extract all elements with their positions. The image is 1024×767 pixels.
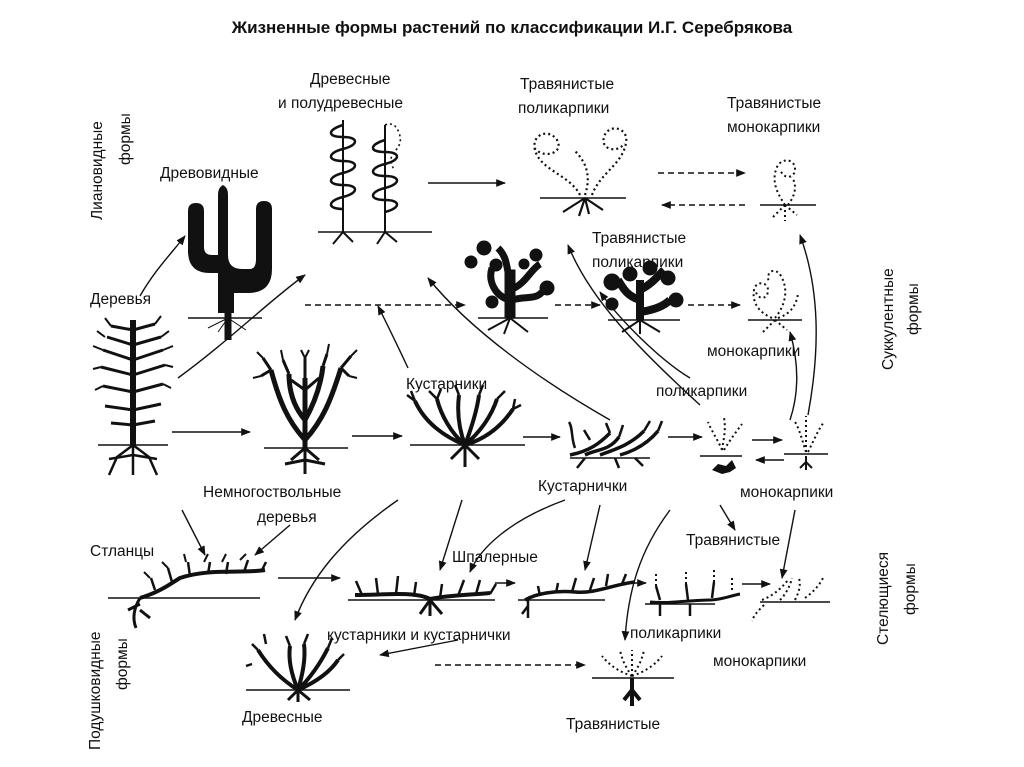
herb-junction-root-icon xyxy=(712,456,812,474)
shrub-icon xyxy=(407,385,525,467)
polycarpics-bottom-label: поликарпики xyxy=(630,625,721,642)
liana-forms-label-1: Лиановидные xyxy=(89,121,106,220)
herb-junction-icon xyxy=(700,416,828,456)
elfin-icon xyxy=(108,554,266,628)
arrow-trees-to-elfin xyxy=(182,510,205,555)
cushion-herb-icon xyxy=(602,650,662,676)
herb-polycarpic-top-icon xyxy=(533,128,626,195)
arrow-dwarf-to-creeping xyxy=(585,505,600,570)
trellis-label: Шпалерные xyxy=(452,549,538,566)
arrow-mono-right-to-creeping xyxy=(782,510,795,578)
treelike-label: Древовидные xyxy=(160,165,259,182)
arrow-herbaceous-right-to-creeping xyxy=(720,505,735,530)
herb-mono-top-label-1: Травянистые xyxy=(727,95,821,112)
herbaceous-bottom-label: Травянистые xyxy=(566,716,660,733)
creeping-forms-label-1: Стелющиеся xyxy=(875,552,892,645)
woody-bottom-label: Древесные xyxy=(242,709,323,726)
polycarpics-mid-label: поликарпики xyxy=(656,383,747,400)
liana-forms-label-2: формы xyxy=(117,113,134,165)
multi-stem-label-1: Немногоствольные xyxy=(203,484,341,501)
trellis-shrub-icon xyxy=(348,576,496,616)
arrow-multistem-label-to-elfin xyxy=(255,525,290,555)
dwarf-shrubs-label: Кустарнички xyxy=(538,478,627,495)
monocarpics-bottom-label: монокарпики xyxy=(713,653,806,670)
succulent-polycarpic-icon xyxy=(465,241,554,334)
arrow-dwarf-to-cushion-herb xyxy=(625,510,670,640)
elfin-label: Стланцы xyxy=(90,543,154,560)
herb-mono-top-label-2: монокарпики xyxy=(727,119,820,136)
herb-monocarpic-top-icon xyxy=(760,160,816,221)
monocarpics-right-label: монокарпики xyxy=(740,484,833,501)
herb-polycarpic-top-base xyxy=(540,198,626,216)
herb-poly-top-label-1: Травянистые xyxy=(520,76,614,93)
tree-icon xyxy=(93,316,173,475)
monocarpics-mid-label: монокарпики xyxy=(707,343,800,360)
shrubs-label: Кустарники xyxy=(406,376,487,393)
woody-lianas-icon xyxy=(318,120,432,244)
succulent-herb-polycarpic-icon xyxy=(604,261,683,334)
shrubs-and-dwarf-label: кустарники и кустарнички xyxy=(327,627,511,644)
herb-poly-mid-label-2: поликарпики xyxy=(592,254,683,271)
succulent-monocarpic-icon xyxy=(748,271,802,332)
succulent-forms-label-1: Суккулентные xyxy=(880,268,897,370)
herbaceous-right-label: Травянистые xyxy=(686,532,780,549)
cushion-herb-base xyxy=(592,678,674,706)
dwarf-shrub-icon xyxy=(569,421,662,468)
creeping-forms-label-2: формы xyxy=(902,563,919,615)
cushion-forms-label-1: Подушковидные xyxy=(87,632,104,750)
arrow-herb2-to-mono-top xyxy=(800,235,816,415)
cushion-woody-icon xyxy=(246,634,350,702)
succulent-forms-label-2: формы xyxy=(905,283,922,335)
woody-semi-label-2: и полудревесные xyxy=(278,95,403,112)
treelike-plant-icon xyxy=(188,185,272,340)
multi-stem-label-2: деревья xyxy=(257,509,317,526)
creeping-herb-polycarpic-icon xyxy=(645,568,740,616)
arrow-trees-to-treelike xyxy=(140,236,185,296)
multi-stem-tree-icon xyxy=(253,344,357,474)
woody-semi-label-1: Древесные xyxy=(310,71,391,88)
herb-poly-top-label-2: поликарпики xyxy=(518,100,609,117)
cushion-forms-label-2: формы xyxy=(114,638,131,690)
arrow-shrubs-to-lianas xyxy=(378,306,408,368)
herb-poly-mid-label-1: Травянистые xyxy=(592,230,686,247)
creeping-dwarf-shrub-icon xyxy=(518,574,635,618)
